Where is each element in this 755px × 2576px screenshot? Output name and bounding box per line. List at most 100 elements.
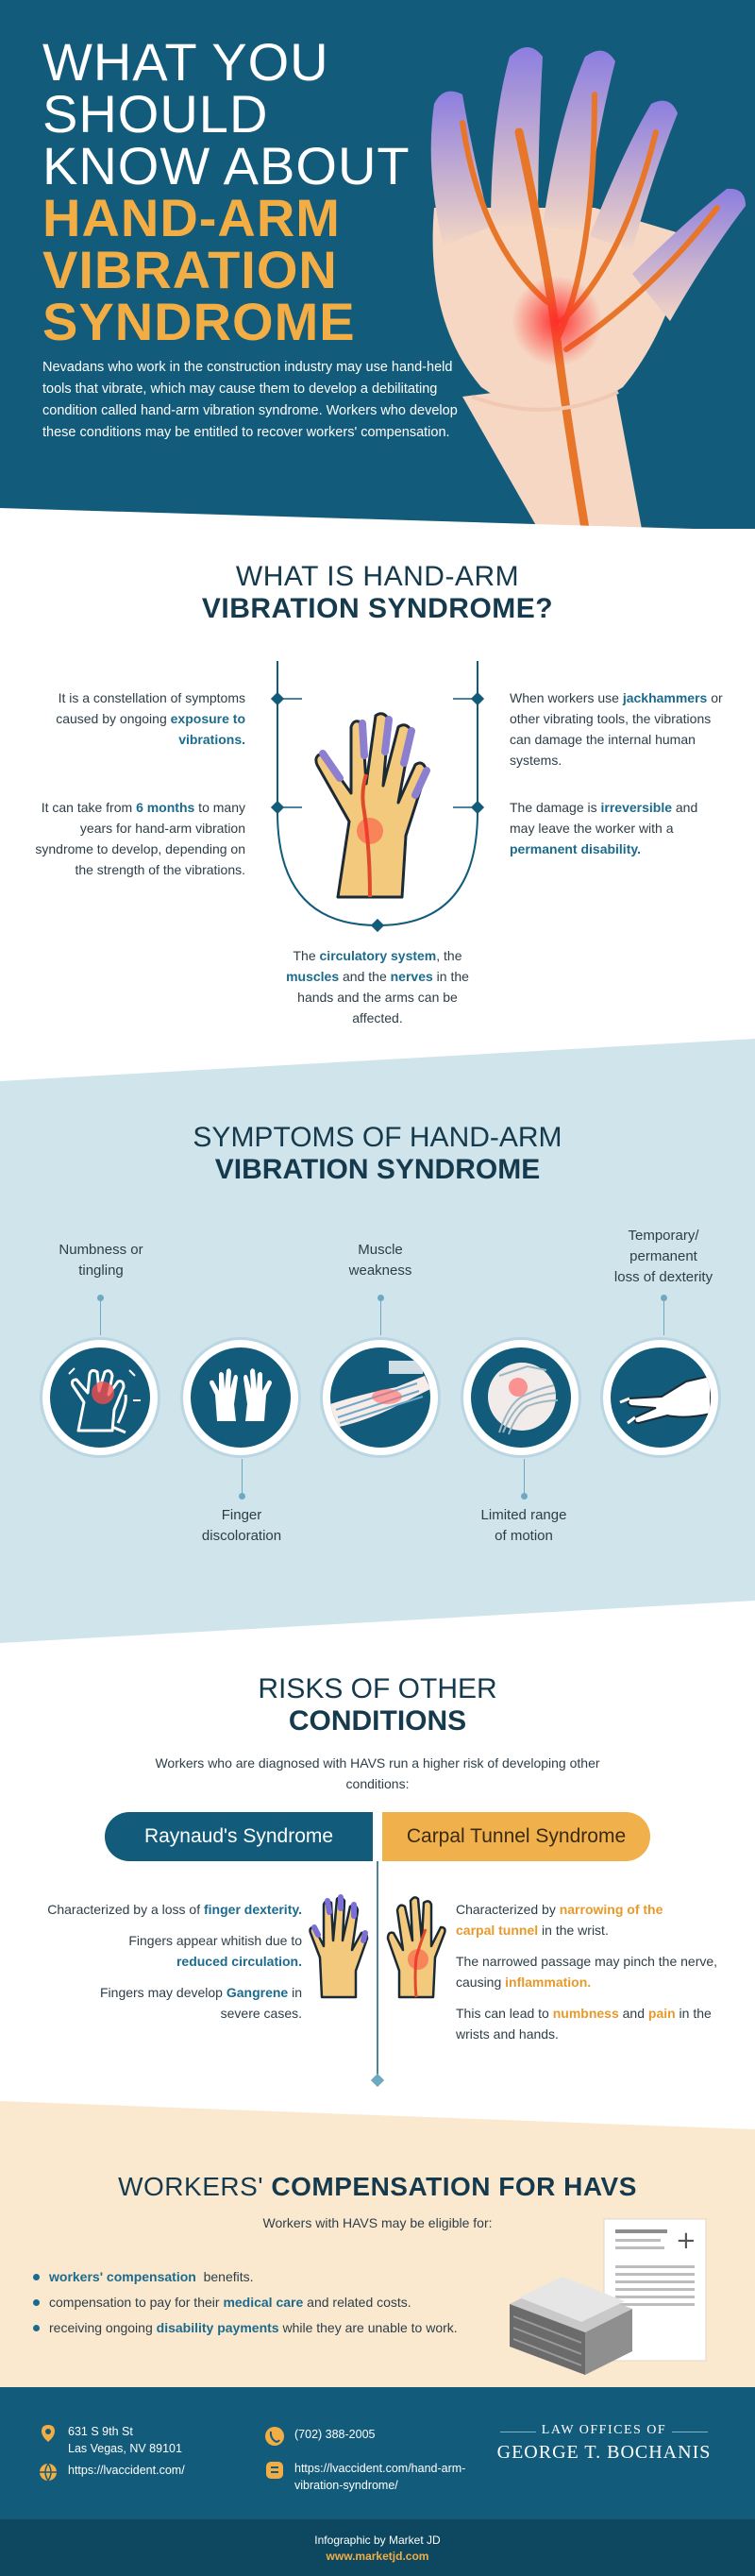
what-is-diagram: [270, 661, 485, 933]
raynauds-hand-icon: [309, 1894, 369, 1999]
comp-title-light: WORKERS': [118, 2172, 264, 2201]
what-is-right-top-highlight: jackhammers: [622, 690, 708, 705]
hand-with-veins-icon: [430, 47, 746, 529]
footer-address-line-1: 631 S 9th St: [68, 2425, 133, 2438]
svg-text:+: +: [676, 2227, 696, 2255]
symptom-numbness-line-2: tingling: [78, 1263, 124, 1279]
white-hands-icon: [210, 1368, 272, 1421]
what-is-right-top-post: or other vibrating tools, the vibrations…: [510, 690, 723, 768]
bullet-dot: [33, 2273, 40, 2280]
hero-title-line-2: SHOULD: [42, 84, 269, 144]
what-is-bottom-pre: The: [293, 948, 320, 963]
footer-phone-number[interactable]: (702) 388-2005: [294, 2428, 376, 2441]
what-is-left-bottom: It can take from 6 months to many years …: [28, 797, 245, 880]
what-is-right-bottom-highlight-2: permanent disability.: [510, 841, 641, 856]
tingling-hand-icon: [68, 1367, 141, 1434]
bullet-dot: [33, 2324, 40, 2331]
raynauds-point-2: Fingers appear whitish due to reduced ci…: [94, 1930, 302, 1972]
what-is-right-bottom-mid: and may leave the worker with a: [510, 800, 698, 836]
raynauds-point-1-pre: Characterized by a loss of: [47, 1902, 204, 1917]
hero-banner: WHAT YOU SHOULD KNOW ABOUT HAND-ARM VIBR…: [0, 0, 755, 529]
comp-title: WORKERS' COMPENSATION FOR HAVS: [0, 2172, 755, 2202]
credit-link[interactable]: www.marketjd.com: [326, 2550, 429, 2563]
symptom-circle-numbness: [40, 1337, 160, 1458]
symptom-circle-dexterity: [600, 1337, 721, 1458]
footer-blog-link-line-2[interactable]: vibration-syndrome/: [294, 2479, 398, 2492]
what-is-title-light: WHAT IS HAND-ARM: [235, 561, 520, 592]
symptom-label-numbness: Numbness or tingling: [35, 1240, 167, 1281]
raynauds-point-3-highlight: Gangrene: [226, 1985, 289, 2000]
raynauds-point-3-pre: Fingers may develop: [100, 1985, 226, 2000]
comp-bullet-2-highlight: medical care: [223, 2295, 304, 2310]
risks-title-light: RISKS OF OTHER: [258, 1673, 497, 1704]
comp-subtitle: Workers with HAVS may be eligible for:: [262, 2215, 493, 2230]
what-is-bottom-mid2: and the: [339, 969, 391, 984]
hero-accent-line-1: HAND-ARM: [42, 188, 341, 247]
comp-bullet-1: workers' compensation benefits.: [33, 2269, 254, 2284]
wrist-joint-icon: [488, 1363, 559, 1435]
what-is-right-bottom-pre: The damage is: [510, 800, 601, 815]
hero-slant-divider: [0, 508, 755, 531]
globe-icon: [40, 2463, 57, 2483]
symptom-range-line-2: of motion: [495, 1528, 553, 1544]
comp-bullet-1-highlight: workers' compensation: [49, 2269, 196, 2284]
raynauds-point-3-post: in severe cases.: [220, 1985, 302, 2021]
what-is-left-top: It is a constellation of symptoms caused…: [38, 687, 245, 750]
risks-divider: [371, 1861, 384, 2088]
symptom-numbness-line-1: Numbness or: [59, 1242, 143, 1258]
raynauds-point-2-highlight: reduced circulation.: [176, 1954, 302, 1969]
what-is-bottom-h2: muscles: [286, 969, 340, 984]
symptom-circle-muscle: [320, 1337, 441, 1458]
what-is-left-bottom-post: to many years for hand-arm vibration syn…: [35, 800, 245, 877]
blog-icon: [266, 2462, 283, 2479]
comp-bullet-3: receiving ongoing disability payments wh…: [33, 2320, 458, 2335]
symptom-circle-range: [461, 1337, 581, 1458]
credit-bar: [0, 2519, 755, 2576]
risks-intro: Workers who are diagnosed with HAVS run …: [155, 1755, 600, 1791]
footer-address-line-2: Las Vegas, NV 89101: [68, 2442, 182, 2455]
symptom-muscle-line-1: Muscle: [358, 1242, 403, 1258]
raynauds-point-1: Characterized by a loss of finger dexter…: [24, 1899, 302, 1920]
credit-text: Infographic by Market JD: [314, 2534, 441, 2547]
symptom-label-range: Limited range of motion: [458, 1505, 590, 1547]
what-is-title-bold: VIBRATION SYNDROME?: [201, 593, 554, 624]
comp-bullet-2-pre: compensation to pay for their: [49, 2295, 224, 2310]
symptom-dexterity-line-1: Temporary/: [628, 1228, 699, 1244]
carpal-point-2-pre: The narrowed passage may pinch the nerve…: [456, 1954, 718, 1990]
raynauds-point-1-highlight: finger dexterity.: [204, 1902, 302, 1917]
hero-accent-line-2: VIBRATION: [42, 240, 338, 299]
what-is-bottom-mid1: , the: [436, 948, 462, 963]
map-pin-icon: [42, 2425, 55, 2442]
firm-name-line-1: LAW OFFICES OF: [500, 2423, 708, 2438]
hero-title-line-3: KNOW ABOUT: [42, 136, 411, 195]
what-is-bottom-h1: circulatory system: [319, 948, 437, 963]
symptom-dexterity-line-2: permanent: [629, 1248, 697, 1264]
comp-bullet-3-highlight: disability payments: [156, 2320, 279, 2335]
comp-bullet-3-pre: receiving ongoing: [49, 2320, 157, 2335]
connector-line: [663, 1297, 664, 1335]
connector-dot: [239, 1493, 245, 1500]
carpal-point-2-highlight: inflammation.: [505, 1974, 592, 1990]
footer-blog-link-line-1[interactable]: https://lvaccident.com/hand-arm-: [294, 2462, 466, 2475]
symptom-muscle-line-2: weakness: [348, 1263, 412, 1279]
carpal-point-3-post: in the wrists and hands.: [456, 2006, 712, 2042]
connector-line: [524, 1459, 525, 1495]
symptom-discoloration-line-2: discoloration: [201, 1528, 282, 1544]
comp-bullet-2-post: and related costs.: [303, 2295, 411, 2310]
symptoms-title-light: SYMPTOMS OF HAND-ARM: [193, 1122, 562, 1153]
footer: [0, 2387, 755, 2519]
footer-website-link[interactable]: https://lvaccident.com/: [68, 2464, 185, 2477]
what-is-left-bottom-highlight: 6 months: [136, 800, 195, 815]
carpal-tunnel-hand-icon: [386, 1896, 446, 1999]
symptoms-title-bold: VIBRATION SYNDROME: [214, 1154, 541, 1185]
footer-phone[interactable]: (702) 388-2005: [264, 2426, 375, 2447]
risks-title-bold: CONDITIONS: [288, 1705, 467, 1737]
hero-title-line-1: WHAT YOU: [42, 32, 329, 92]
footer-website[interactable]: https://lvaccident.com/: [38, 2462, 185, 2483]
carpal-point-3-highlight: numbness: [552, 2006, 619, 2021]
what-is-bottom-h3: nerves: [390, 969, 433, 984]
connector-line: [380, 1297, 381, 1335]
footer-blog[interactable]: https://lvaccident.com/hand-arm- vibrati…: [264, 2460, 465, 2494]
symptom-label-dexterity: Temporary/ permanent loss of dexterity: [597, 1226, 730, 1288]
